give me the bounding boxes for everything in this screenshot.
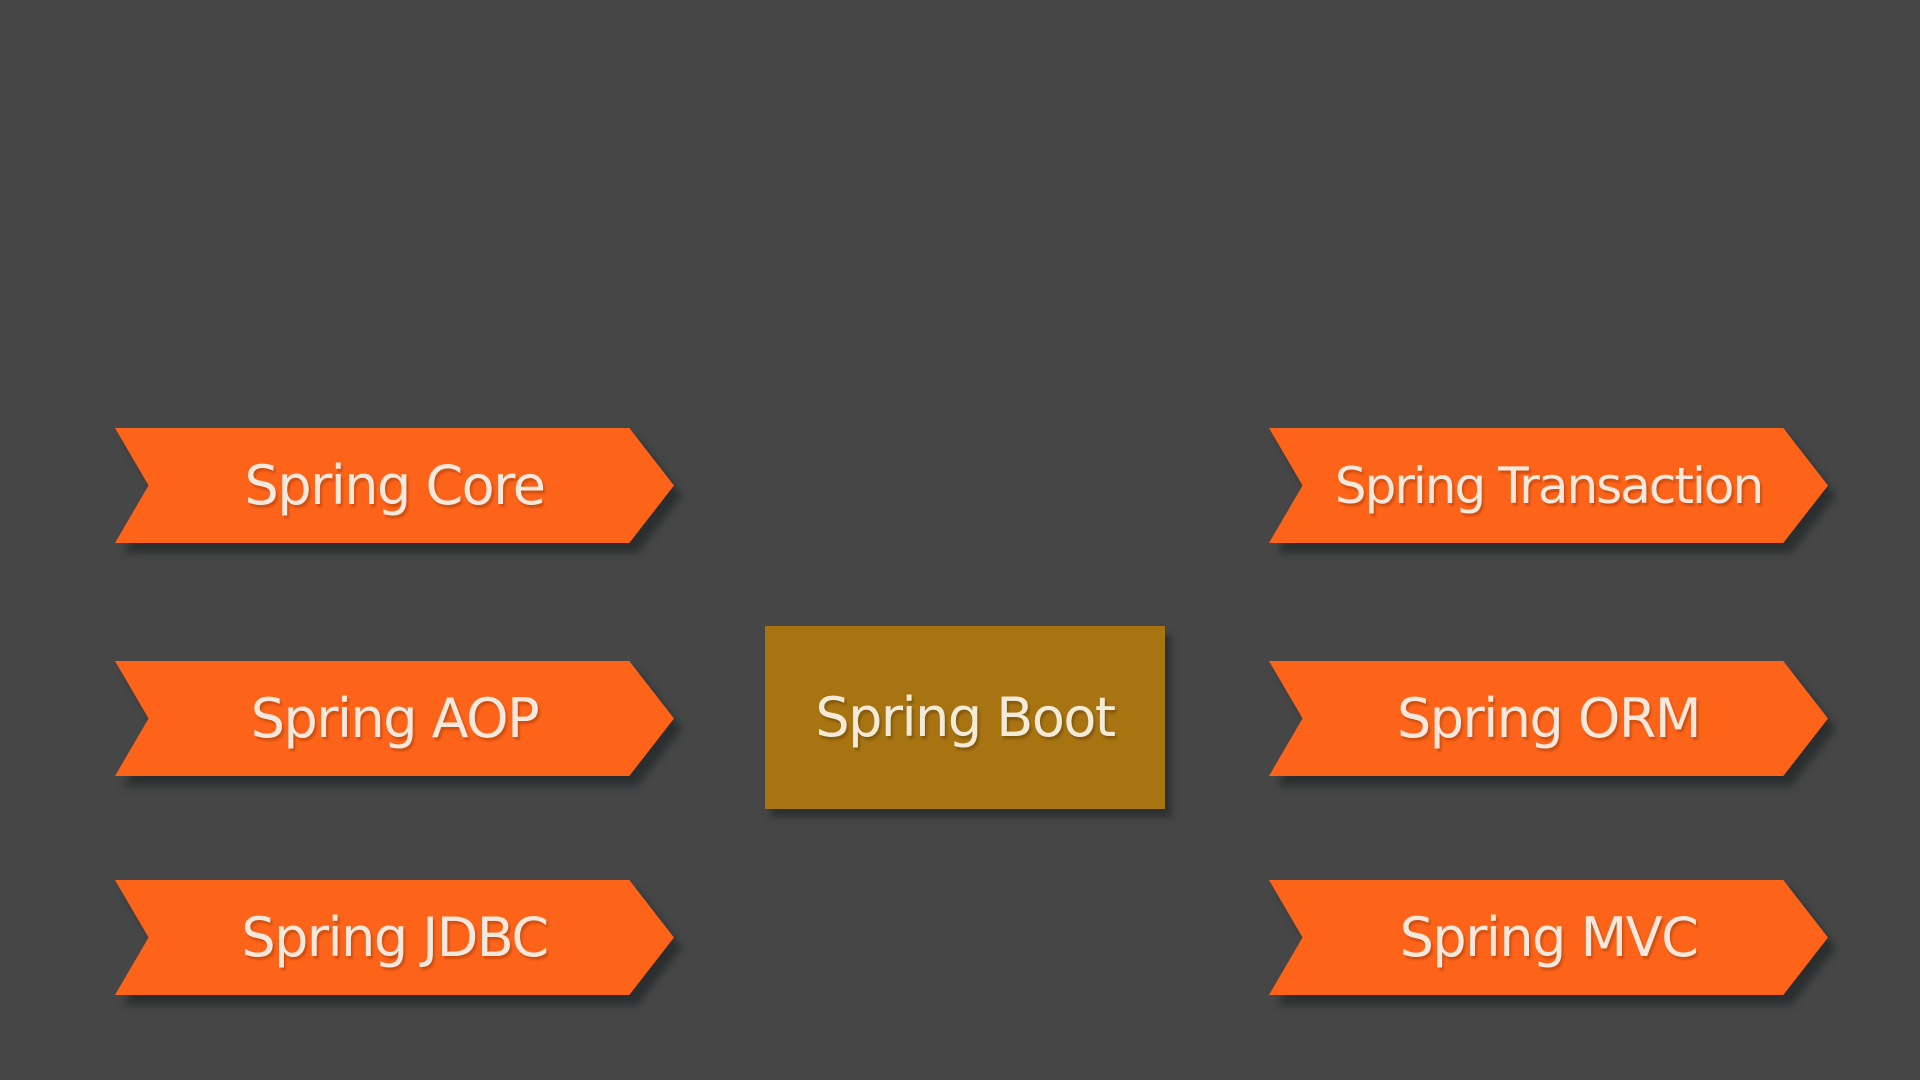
module-label: Spring Core <box>244 454 546 517</box>
tag-arrow-shape <box>1269 661 1828 776</box>
module-tag-spring-core: Spring Core <box>115 428 674 543</box>
module-tag-spring-jdbc: Spring JDBC <box>115 880 674 995</box>
module-label: Spring JDBC <box>241 906 549 969</box>
module-label: Spring Transaction <box>1334 456 1764 515</box>
module-tag-spring-orm: Spring ORM <box>1269 661 1828 776</box>
tag-arrow-shape <box>115 880 674 995</box>
center-label: Spring Boot <box>815 686 1116 749</box>
tag-arrow-shape <box>115 428 674 543</box>
tag-arrow-shape <box>1269 880 1828 995</box>
module-tag-spring-mvc: Spring MVC <box>1269 880 1828 995</box>
module-label: Spring AOP <box>250 687 540 750</box>
module-tag-spring-transaction: Spring Transaction <box>1269 428 1828 543</box>
spring-boot-box: Spring Boot <box>765 626 1165 809</box>
module-label: Spring MVC <box>1399 906 1699 969</box>
tag-arrow-shape <box>115 661 674 776</box>
tag-arrow-shape <box>1269 428 1828 543</box>
module-label: Spring ORM <box>1396 687 1702 750</box>
module-tag-spring-aop: Spring AOP <box>115 661 674 776</box>
